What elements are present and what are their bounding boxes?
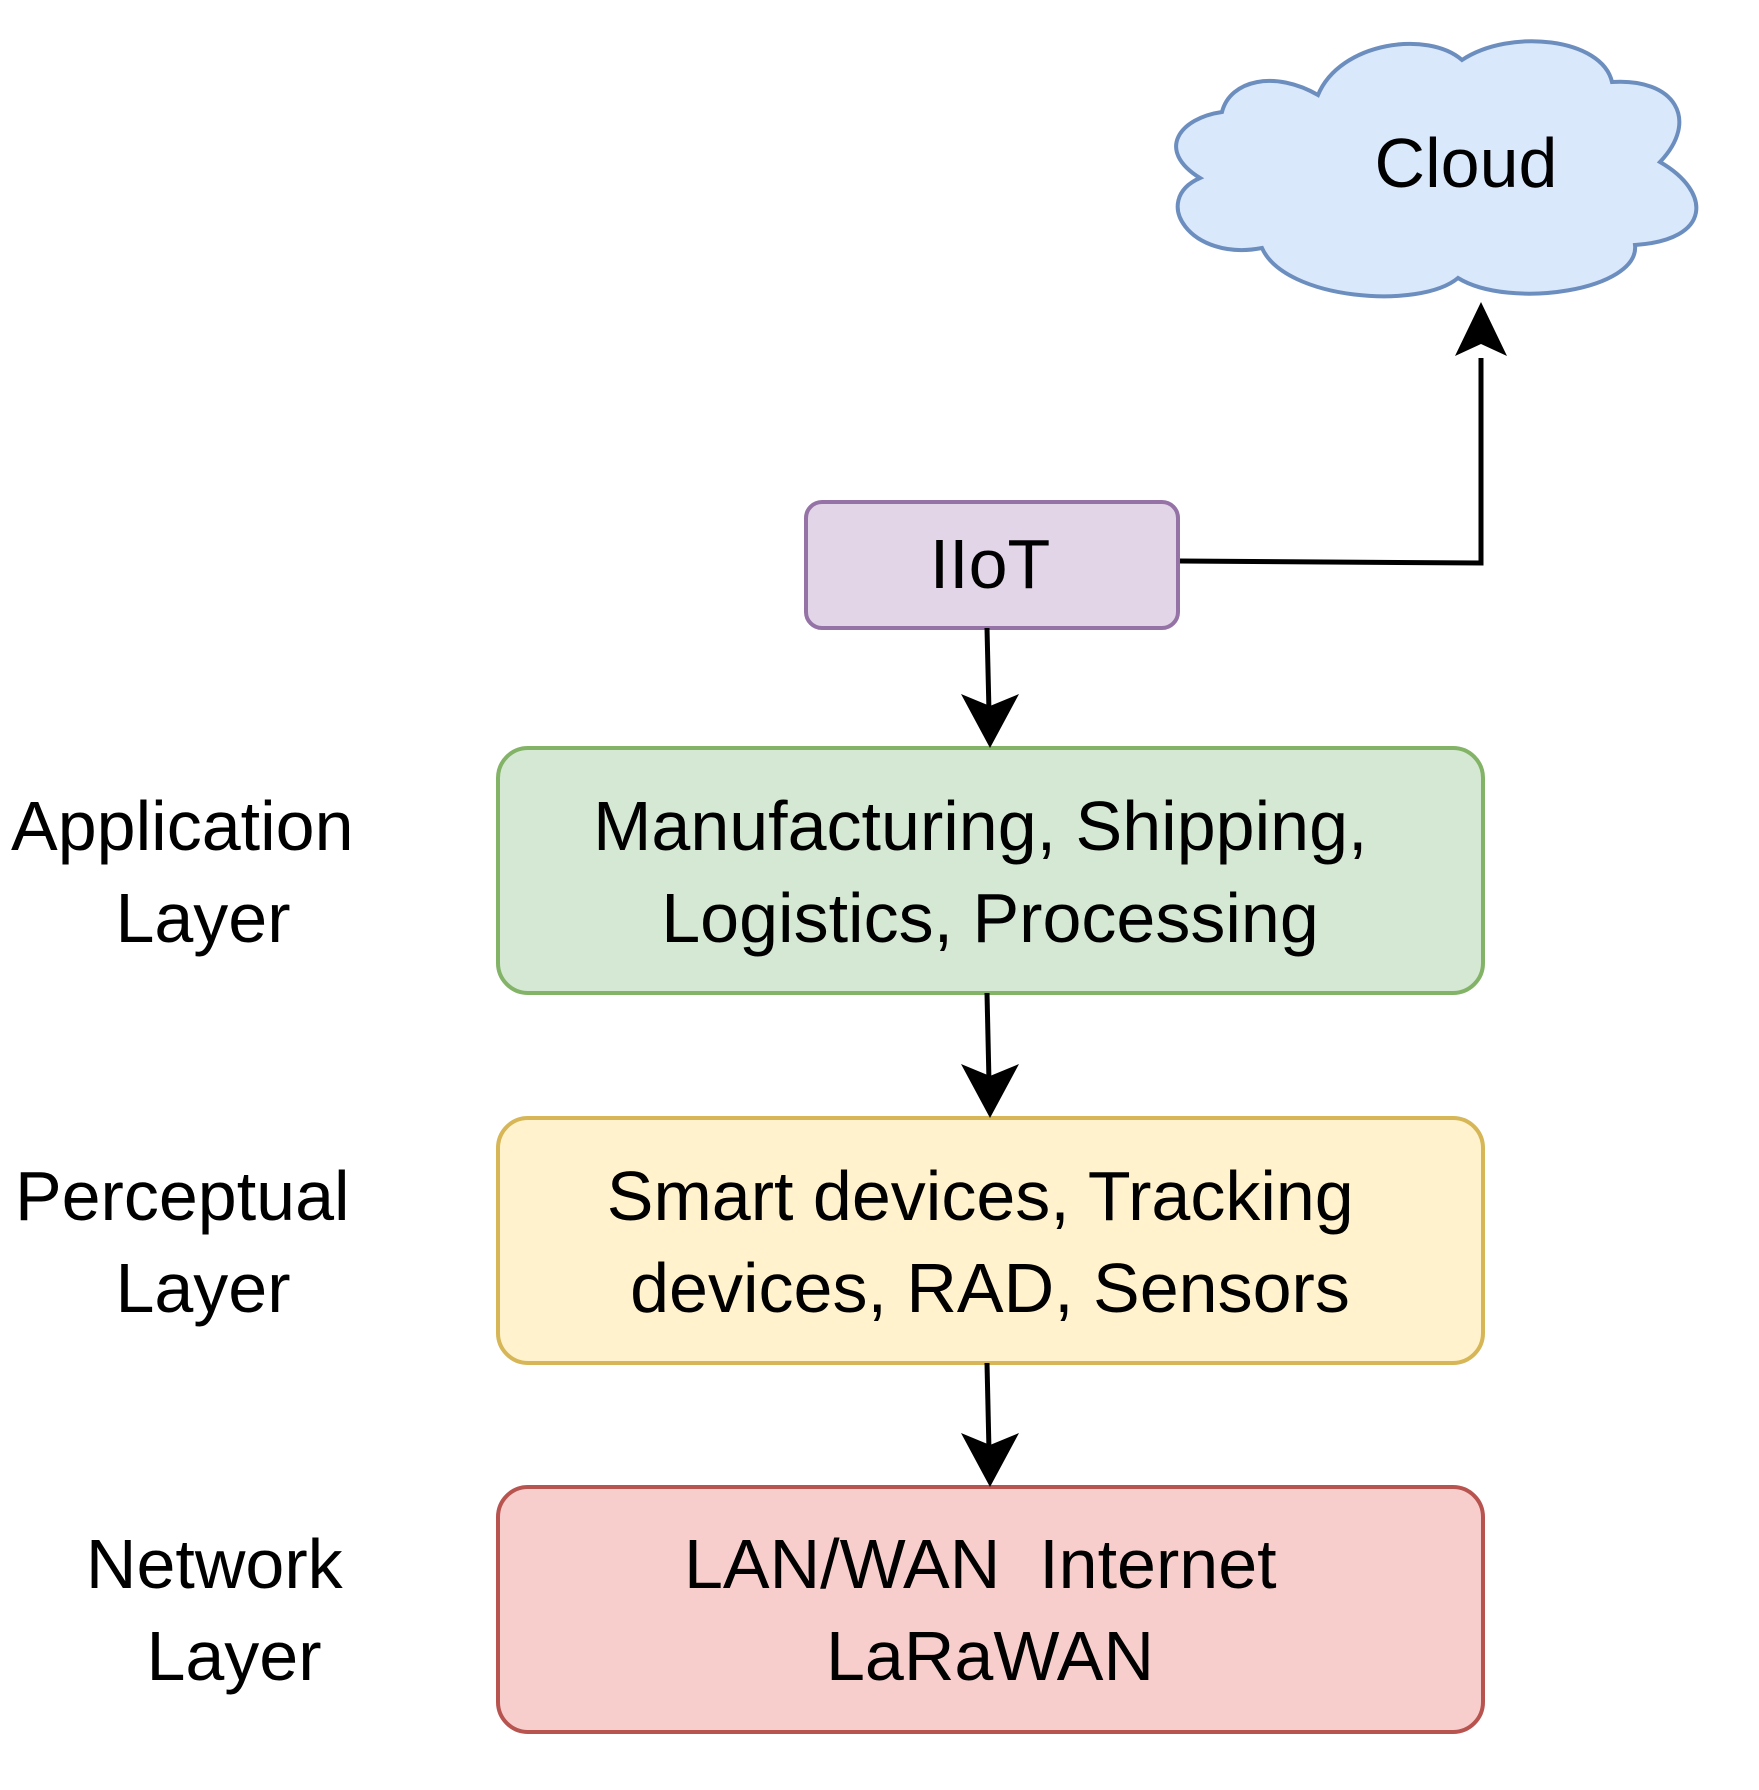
perceptual-layer-text: Smart devices, Tracking devices, RAD, Se… [607,1157,1373,1327]
network-layer-text-line-2: LaRaWAN [826,1617,1154,1695]
application-layer-text: Manufacturing, Shipping, Logistics, Proc… [593,787,1387,957]
network-layer-label-line-2: Layer [146,1617,321,1695]
cloud-label: Cloud [1375,124,1558,202]
cloud-shape [1174,39,1699,299]
edge-perceptual-to-network [984,1362,992,1452]
network-layer-label: Network Layer [86,1525,362,1695]
perceptual-layer-box [496,1116,1485,1365]
iiot-label: IIoT [930,525,1051,603]
network-layer-label-line-1: Network [86,1525,344,1603]
network-layer-box [496,1485,1485,1734]
iiot-box [804,500,1180,630]
application-layer-text-line-2: Logistics, Processing [661,879,1319,957]
edge-iiot-to-cloud [1179,358,1484,566]
arrowhead-network [961,1433,1019,1487]
arrowhead-application [961,694,1019,748]
network-layer-text-line-1: LAN/WAN Internet [684,1525,1277,1603]
perceptual-layer-label: Perceptual Layer [15,1157,369,1327]
perceptual-layer-label-line-2: Layer [115,1249,290,1327]
network-layer-text: LAN/WAN Internet LaRaWAN [684,1525,1296,1695]
arrowhead-perceptual [961,1064,1019,1118]
application-layer-text-line-1: Manufacturing, Shipping, [593,787,1367,865]
arrowhead-cloud [1455,302,1507,356]
perceptual-layer-label-line-1: Perceptual [15,1157,350,1235]
application-layer-label-line-1: Application [11,787,353,865]
perceptual-layer-text-line-1: Smart devices, Tracking [607,1157,1354,1235]
edge-application-to-perceptual [984,992,992,1083]
application-layer-box [496,746,1485,995]
application-layer-label-line-2: Layer [115,879,290,957]
perceptual-layer-text-line-2: devices, RAD, Sensors [630,1249,1350,1327]
application-layer-label: Application Layer [11,787,373,957]
edge-iiot-to-application [984,627,992,713]
